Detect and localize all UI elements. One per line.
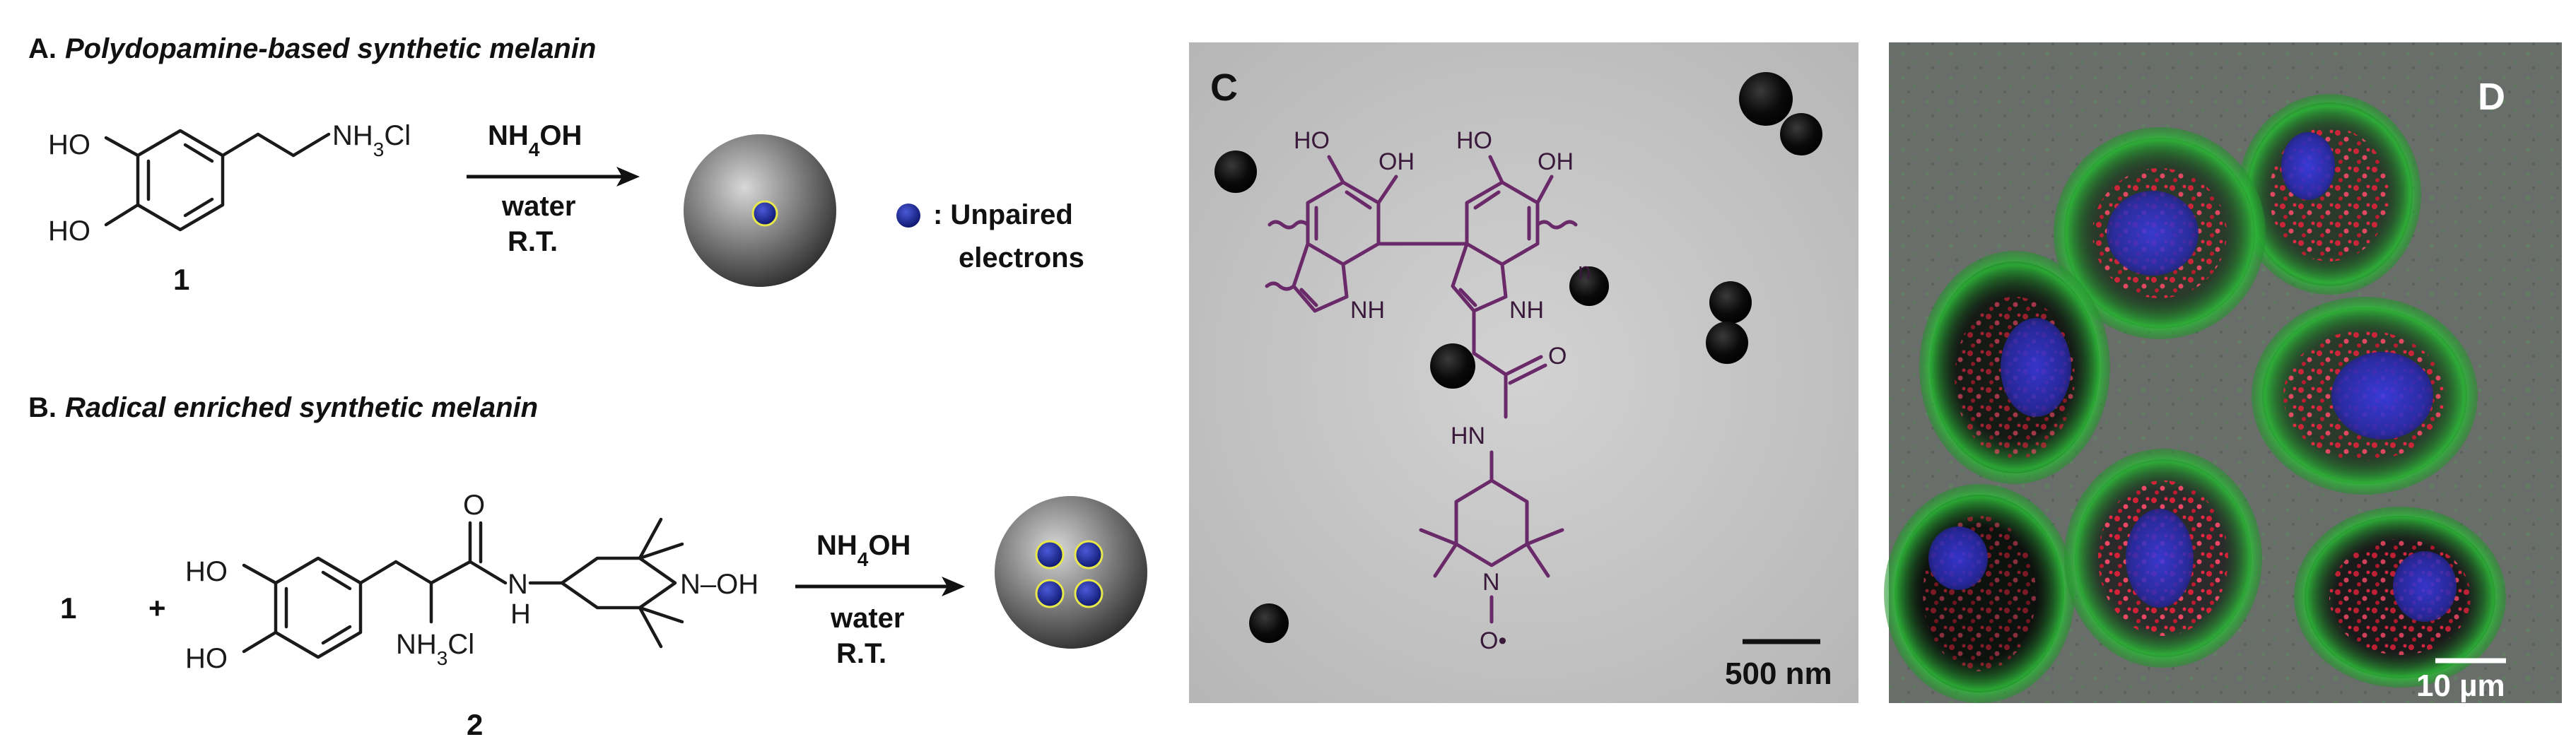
panel-a-title: Polydopamine-based synthetic melanin [65, 33, 596, 64]
cell [1919, 251, 2110, 484]
panel-a-label: A. [28, 33, 57, 64]
cell [2294, 507, 2506, 688]
unpaired-electron-dot-4 [1074, 579, 1103, 608]
atom-oh-c-left: OH [1378, 148, 1415, 175]
atom-h-amide: H [510, 598, 531, 630]
atom-ho-bottom-b: HO [185, 643, 228, 674]
reaction-b-arrow: NH4OH water R.T. [795, 530, 965, 669]
legend-text-line1: : Unpaired [933, 199, 1073, 230]
solvent-a: water [501, 191, 576, 222]
atom-oh-c-right: OH [1538, 148, 1574, 175]
atom-nh-left: NH [1350, 297, 1385, 324]
atom-n-amide: N [508, 569, 528, 600]
legend-text-line2: electrons [959, 242, 1084, 273]
legend-dot [896, 204, 920, 228]
unpaired-electron-dot-2 [1074, 540, 1103, 570]
reagent-nh4oh-a: NH4OH [488, 120, 582, 160]
cell [1884, 484, 2075, 703]
compound-1-label: 1 [173, 263, 189, 296]
temperature-b: R.T. [836, 638, 886, 669]
atom-ho-top: HO [48, 129, 90, 160]
compound-2-structure: HO HO NH3Cl O N H N–OH 2 [185, 490, 759, 741]
atom-nh-right: NH [1509, 297, 1544, 324]
atom-ho-top-b: HO [185, 556, 228, 587]
atom-n-subscript: n [1578, 258, 1591, 285]
nanoparticle [1249, 603, 1289, 643]
unpaired-electron-dot-3 [1035, 579, 1065, 608]
nanoparticle [1430, 343, 1475, 389]
polymer-structure: NH HO OH HO OH n NH [1265, 127, 1591, 654]
panel-b-title: Radical enriched synthetic melanin [65, 392, 538, 423]
panel-d-label: D [2478, 76, 2505, 118]
melanin-nanoparticle-b [995, 496, 1147, 649]
plus-sign: + [148, 591, 166, 625]
atom-hn: HN [1451, 423, 1485, 449]
unpaired-electron-dot-1 [1035, 540, 1065, 570]
compound-2-label: 2 [467, 708, 483, 741]
nanoparticle [1709, 281, 1752, 324]
temperature-a: R.T. [508, 226, 558, 257]
cell [2064, 449, 2262, 668]
scale-bar-d: 10 µm [2416, 658, 2506, 703]
atom-ho-c-right: HO [1456, 127, 1492, 154]
atom-nh3cl: NH3Cl [332, 120, 411, 160]
tem-image-background [1189, 42, 1858, 703]
atom-o-carbonyl: O [463, 490, 485, 521]
panel-b: B. Radical enriched synthetic melanin 1 … [28, 392, 1147, 741]
cell [2252, 297, 2478, 495]
cell [2054, 127, 2266, 339]
panel-b-label: B. [28, 392, 57, 423]
atom-o-amide: O [1548, 343, 1567, 370]
melanin-nanoparticle-a [684, 134, 836, 287]
nanoparticle [1214, 151, 1257, 193]
nanoparticle [1739, 72, 1793, 126]
atom-n-piperidine: N [1482, 569, 1500, 596]
reactant-1-label: 1 [60, 591, 76, 625]
unpaired-electron-dot [751, 200, 778, 227]
cell [2237, 94, 2421, 295]
scale-bar-d-label: 10 µm [2416, 668, 2505, 703]
nanoparticle [1569, 266, 1609, 306]
reagent-nh4oh-b: NH4OH [816, 530, 911, 570]
dopamine-structure: HO HO NH3Cl 1 [48, 120, 411, 296]
atom-ho-bottom: HO [48, 216, 90, 247]
panel-d: D 10 µm [1884, 42, 2562, 703]
panel-c: C NH HO OH [1189, 42, 1858, 703]
scale-bar-c-label: 500 nm [1725, 656, 1832, 691]
legend-unpaired-electrons: : Unpaired electrons [896, 199, 1084, 273]
scale-bar-c: 500 nm [1725, 639, 1832, 691]
nanoparticles [1214, 72, 1822, 643]
atom-o-radical: O• [1480, 627, 1506, 654]
panel-c-label: C [1210, 66, 1238, 109]
atom-ho-c-left: HO [1294, 127, 1330, 154]
solvent-b: water [830, 603, 905, 634]
panel-a: A. Polydopamine-based synthetic melanin … [28, 33, 1084, 296]
nanoparticle [1780, 113, 1822, 155]
atom-noh: N–OH [680, 569, 759, 600]
nanoparticle [1706, 322, 1748, 364]
atom-nh3cl-b: NH3Cl [396, 629, 474, 669]
reaction-a-arrow: NH4OH water R.T. [467, 120, 640, 257]
